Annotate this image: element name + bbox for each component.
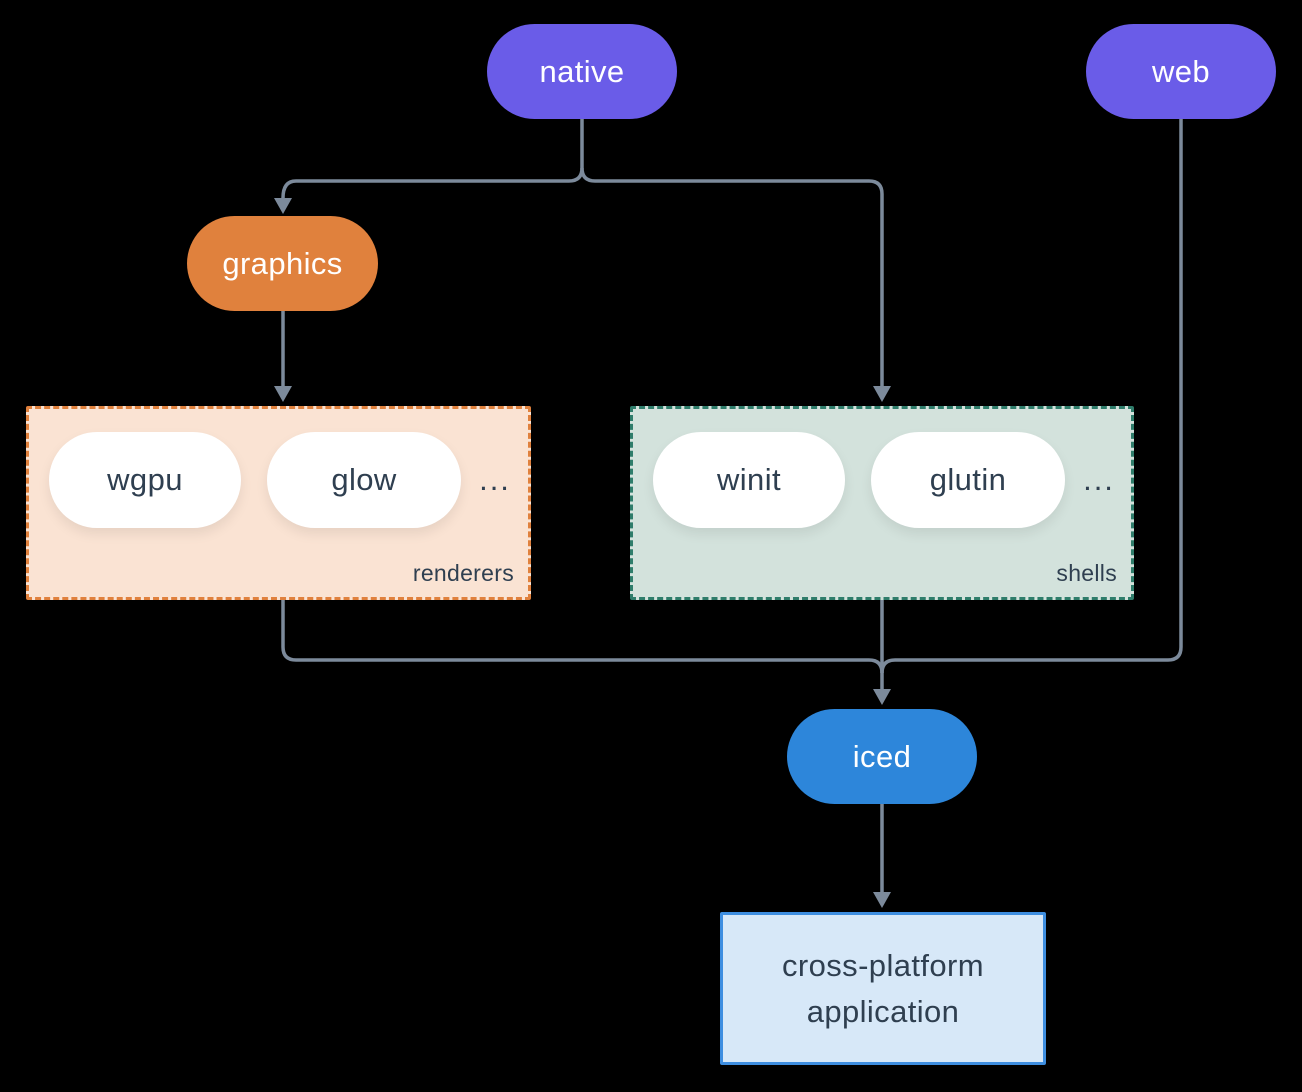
node-cross-platform-application: cross-platform application: [720, 912, 1046, 1065]
edge-native-to-shells: [580, 167, 891, 402]
node-native: native: [487, 24, 677, 119]
node-web: web: [1086, 24, 1276, 119]
node-wgpu: wgpu: [49, 432, 241, 528]
group-shells: winit glutin ... shells: [630, 406, 1134, 600]
renderers-group-label: renderers: [412, 560, 514, 586]
application-label-line1: cross-platform: [782, 947, 984, 983]
node-winit: winit: [653, 432, 845, 528]
shells-ellipsis: ...: [1083, 462, 1115, 497]
edge-graphics-to-renderers: [274, 311, 292, 402]
node-glow: glow: [267, 432, 461, 528]
group-renderers: wgpu glow ... renderers: [26, 406, 531, 600]
shells-group-label: shells: [1056, 560, 1117, 586]
edge-native-to-graphics: [274, 119, 584, 214]
node-glutin: glutin: [871, 432, 1065, 528]
node-graphics: graphics: [187, 216, 378, 311]
edge-renderers-to-iced: [281, 600, 884, 674]
renderers-ellipsis: ...: [479, 462, 511, 497]
node-iced: iced: [787, 709, 977, 804]
edge-iced-to-application: [873, 804, 891, 908]
application-label-line2: application: [806, 993, 960, 1029]
edge-shells-to-iced: [873, 600, 891, 705]
